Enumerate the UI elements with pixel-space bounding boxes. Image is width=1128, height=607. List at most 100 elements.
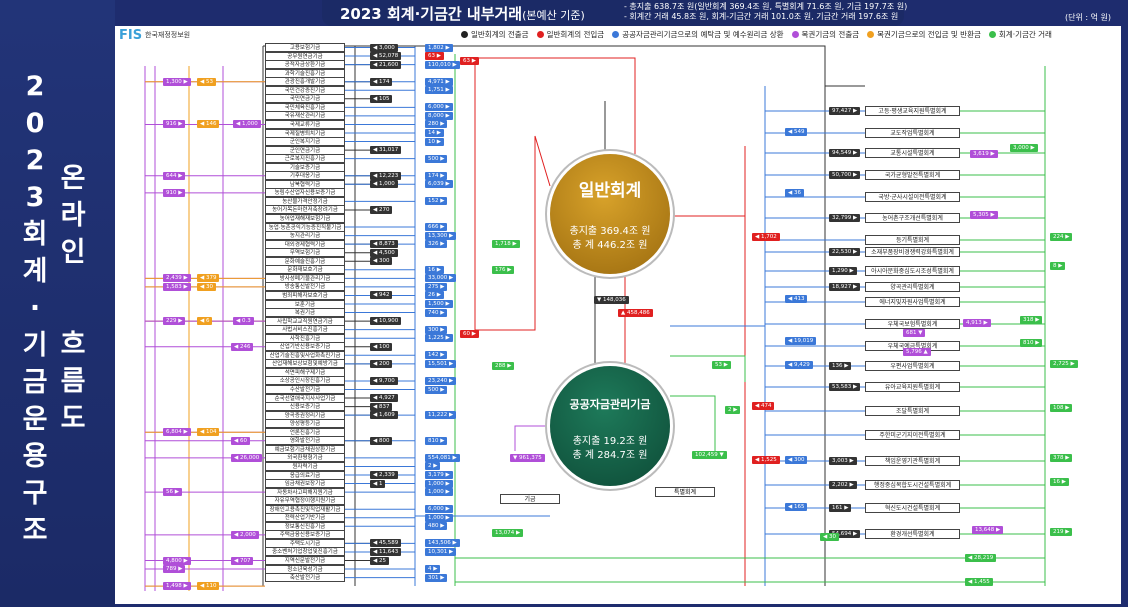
fund-item: 국제질병퇴치기금 <box>265 128 345 138</box>
flow-value-tag: 8,000 ▶ <box>425 111 453 120</box>
legend-item: 일반회계의 전입금 <box>536 29 604 40</box>
legend-label: 공공자금관리기금으로의 예탁금 및 예수원리금 상환 <box>622 30 784 39</box>
flow-value-tag: ◀ 28,219 <box>965 554 997 562</box>
account-item: 주한미군기지이전특별회계 <box>865 430 960 440</box>
account-inflow-tag: 136 ▶ <box>829 362 852 370</box>
fund-item: 국유재산관리기금 <box>265 111 345 121</box>
fund-item: 농어업재해재보험기금 <box>265 214 345 223</box>
flow-value-tag: 3,619 ▶ <box>970 150 998 158</box>
flow-connector <box>514 425 550 451</box>
flow-value-tag: 108 ▶ <box>1050 404 1073 412</box>
flow-value-tag: 2 ▶ <box>425 462 441 471</box>
flow-value-tag: ◀ 11,643 <box>370 547 402 556</box>
flow-value-tag: ◀ 474 <box>752 402 775 410</box>
fund-item: 자유무역협정이행지원기금 <box>265 496 345 506</box>
flow-value-tag: 789 ▶ <box>163 565 186 574</box>
flow-value-tag: 4,971 ▶ <box>425 77 453 86</box>
summary-line-1: - 총지출 638.7조 원(일반회계 369.4조 원, 특별회계 71.6조… <box>624 2 908 11</box>
flow-connector <box>475 135 551 331</box>
side-char: 인 <box>60 237 86 268</box>
flow-value-tag: 5,796 ▲ <box>903 348 931 356</box>
fund-item: 장애인고용촉진및직업재활기금 <box>265 504 345 514</box>
account-item: 조달특별회계 <box>865 406 960 416</box>
flow-value-tag: ◀ 104 <box>197 428 220 437</box>
account-item: 에너지및자원사업특별회계 <box>865 297 960 307</box>
flow-value-tag: ◀ 4,927 <box>370 394 398 403</box>
fund-item: 사립학교교직원연금기금 <box>265 316 345 326</box>
flow-value-tag: 280 ▶ <box>425 120 448 129</box>
flow-value-tag: 10 ▶ <box>425 137 444 146</box>
fund-item: 범죄피해자보호기금 <box>265 290 345 300</box>
flow-value-tag: ◀ 52,078 <box>370 52 402 61</box>
flow-value-tag: ◀ 100 <box>370 342 393 351</box>
legend-item: 복권기금으로의 전입금 및 반환금 <box>867 29 981 40</box>
flow-value-tag: ◀ 1,525 <box>752 456 780 464</box>
account-item: 등기특별회계 <box>865 235 960 245</box>
fund-box: 기금 <box>500 494 560 504</box>
special-account-box: 특별회계 <box>655 487 715 497</box>
flow-value-tag: ◀ 246 <box>231 342 254 351</box>
flow-value-tag: 1,000 ▶ <box>425 513 453 522</box>
fund-item: 신용보증기금 <box>265 402 345 412</box>
side-char: 용 <box>22 441 48 472</box>
flow-value-tag: ◀ 9,429 <box>785 361 813 369</box>
fund-item: 양성평등기금 <box>265 419 345 429</box>
flow-value-tag: 1,498 ▶ <box>163 582 191 591</box>
flow-value-tag: 1,583 ▶ <box>163 282 191 291</box>
public-total: 총 계 284.7조 원 <box>572 450 648 461</box>
flow-value-tag: 2,439 ▶ <box>163 274 191 283</box>
flow-value-tag: 13,300 ▶ <box>425 231 457 240</box>
fund-item: 산업기술진흥및사업화촉진기금 <box>265 350 345 360</box>
flow-value-tag: ◀ 19,019 <box>785 337 817 345</box>
legend-dot <box>461 31 468 38</box>
fund-item: 문화재보호기금 <box>265 265 345 275</box>
flow-value-tag: 916 ▶ <box>163 120 186 129</box>
fund-item: 농어가목돈마련저축장려기금 <box>265 205 345 215</box>
flow-value-tag: ◀ 1 <box>370 479 386 488</box>
side-char: 기 <box>22 330 48 361</box>
flow-value-tag: 4 ▶ <box>425 565 441 574</box>
flow-value-tag: ◀ 300 <box>370 257 393 266</box>
account-item: 소재부품장비경쟁력강화특별회계 <box>865 247 960 257</box>
fund-item: 사법서비스진흥기금 <box>265 325 345 335</box>
fund-item: 정보통신진흥기금 <box>265 521 345 531</box>
fund-item: 국민체육진흥기금 <box>265 102 345 112</box>
flow-value-tag: ◀ 21,600 <box>370 60 402 69</box>
fund-item: 방사성폐기물관리기금 <box>265 273 345 283</box>
side-char: 조 <box>22 515 48 546</box>
account-inflow-tag: 50,700 ▶ <box>829 171 861 179</box>
account-inflow-tag: 161 ▶ <box>829 504 852 512</box>
account-inflow-tag: 97,427 ▶ <box>829 107 861 115</box>
account-item: 혁신도시건설특별회계 <box>865 503 960 513</box>
legend-item: 공공자금관리기금으로의 예탁금 및 예수원리금 상환 <box>612 29 784 40</box>
flow-value-tag: 3,000 ▶ <box>1010 144 1038 152</box>
legend-dot <box>536 31 544 38</box>
side-char: 3 <box>25 182 45 213</box>
account-inflow-tag: 22,530 ▶ <box>829 248 861 256</box>
flow-value-tag: 681 ▼ <box>903 329 926 337</box>
fund-item: 전력산업기반기금 <box>265 513 345 523</box>
account-item: 아시아문화중심도시조성특별회계 <box>865 266 960 276</box>
page-title: 2023 회계·기금간 내부거래(본예산 기준) <box>340 5 585 23</box>
flow-value-tag: ◀ 9,700 <box>370 376 398 385</box>
flow-value-tag: ◀ 6 <box>197 317 213 326</box>
side-char: 회 <box>22 219 48 250</box>
flow-value-tag: ◀ 1,455 <box>965 578 993 586</box>
flow-value-tag: ◀ 105 <box>370 94 393 103</box>
fund-item: 외국환평형기금 <box>265 453 345 463</box>
flow-value-tag: 1,718 ▶ <box>492 240 520 248</box>
flow-value-tag: 6,804 ▶ <box>163 428 191 437</box>
summary-line-2: - 회계간 거래 45.8조 원, 회계-기금간 거래 101.0조 원, 기금… <box>624 12 899 21</box>
flow-value-tag: 300 ▶ <box>425 325 448 334</box>
flow-value-tag: 500 ▶ <box>425 154 448 163</box>
flow-connector <box>670 395 716 451</box>
flow-value-tag: ◀ 8,873 <box>370 240 398 249</box>
account-inflow-tag: 53,583 ▶ <box>829 383 861 391</box>
flow-value-tag: 6,039 ▶ <box>425 180 453 189</box>
flow-value-tag: ◀ 31,017 <box>370 146 402 155</box>
fund-item: 관광진흥개발기금 <box>265 77 345 87</box>
legend-label: 일반회계의 전출금 <box>471 30 529 39</box>
flow-value-tag: 110,010 ▶ <box>425 60 460 69</box>
side-char: 라 <box>60 200 86 231</box>
